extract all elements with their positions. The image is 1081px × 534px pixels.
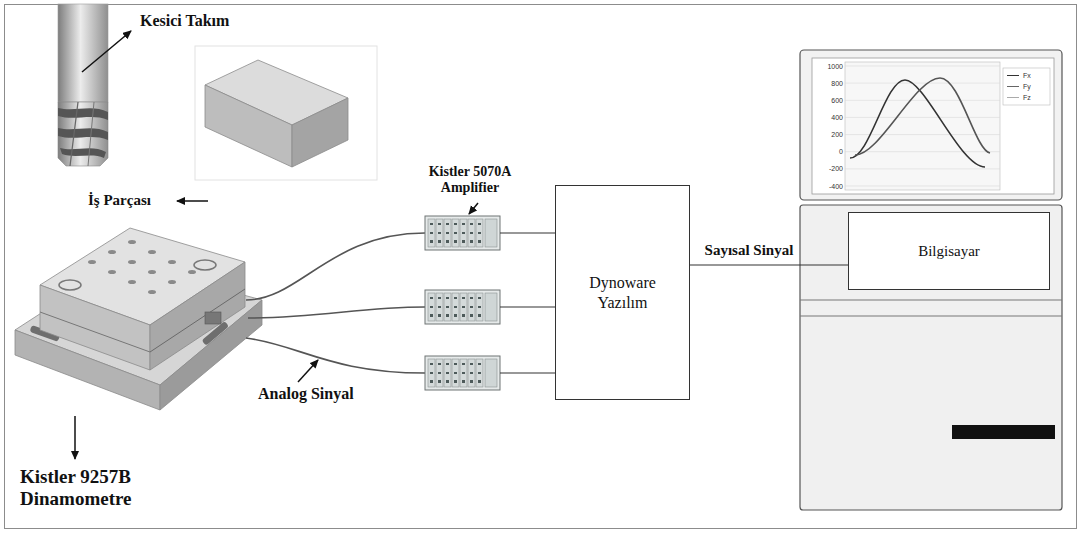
end-mill-tool-part — [58, 4, 108, 102]
dynamometer-part — [74, 416, 76, 459]
tool-label: Kesici Takım — [140, 12, 229, 30]
force-chart-part-part — [845, 83, 1000, 84]
dynamometer-part-part — [188, 270, 196, 274]
end-mill-tool-part — [58, 128, 108, 140]
end-mill-tool-part — [88, 102, 94, 166]
laptop-part — [800, 300, 1062, 301]
workpiece-block-part — [195, 46, 377, 180]
leader-arrow — [469, 203, 478, 214]
force-chart-part — [845, 66, 1000, 186]
legend-text: Fx — [1023, 71, 1031, 80]
end-mill-tool-part — [60, 148, 106, 158]
node-text: Dynoware Yazılım — [578, 273, 668, 311]
dynamometer-part — [40, 312, 150, 352]
software-box: Dynoware Yazılım — [555, 185, 690, 400]
laptop-part — [800, 205, 1062, 510]
laptop-part — [800, 50, 1062, 200]
laptop-part — [800, 316, 1062, 317]
dynamometer-part — [194, 260, 216, 270]
force-chart-part-part — [845, 66, 1000, 67]
amplifier-wires-part — [500, 232, 555, 233]
connector-label: Sayısal Sinyal — [705, 242, 794, 259]
axis-tick: -200 — [814, 164, 843, 173]
frame-border — [5, 5, 1077, 529]
axis-tick: 400 — [814, 113, 843, 122]
workpiece-block-part — [205, 85, 292, 167]
end-mill-tool — [58, 4, 131, 166]
dynamometer-part-part — [148, 290, 156, 294]
legend-text: Fy — [1023, 82, 1031, 91]
legend-line-sample — [1007, 86, 1019, 87]
workpiece-block-part — [292, 98, 348, 167]
amplifier-wires-part — [500, 306, 555, 307]
laptop-part — [812, 58, 1054, 194]
dynamometer-part-part — [108, 270, 116, 274]
legend-text: Fz — [1023, 93, 1031, 102]
amplifiers-part — [425, 356, 500, 390]
amplifiers-part — [425, 290, 500, 324]
amplifiers — [425, 216, 500, 390]
legend-line-sample — [1007, 75, 1019, 76]
force-chart — [845, 62, 1050, 190]
analog-wires-part — [248, 307, 425, 318]
dynamometer-part-part — [128, 260, 136, 264]
dynamometer-part-part — [148, 270, 156, 274]
force-chart-part-part — [845, 151, 1000, 152]
dynamometer-part-part — [128, 240, 136, 244]
dynamometer-part-part — [168, 260, 176, 264]
computer-box: Bilgisayar — [848, 212, 1050, 290]
laptop-part — [952, 425, 1055, 439]
dynamometer-part — [88, 240, 196, 294]
axis-tick: 600 — [814, 96, 843, 105]
dynamometer-part — [40, 285, 150, 370]
workpiece-block-part — [177, 200, 208, 202]
force-chart-part-part — [845, 168, 1000, 169]
force-chart-part-part — [845, 117, 1000, 118]
end-mill-tool-part — [70, 102, 78, 166]
force-chart-part-part — [845, 100, 1000, 101]
force-chart-part — [1003, 68, 1050, 105]
amplifiers-part — [425, 216, 500, 250]
dynamometer-part — [150, 262, 245, 370]
end-mill-tool-part — [58, 102, 108, 166]
node-text: Bilgisayar — [918, 242, 980, 260]
end-mill-tool-part — [58, 108, 108, 120]
analog-wires-part — [246, 233, 425, 300]
dynamometer-label: Kistler 9257B Dinamometre — [20, 466, 180, 510]
axis-tick: 1000 — [814, 62, 843, 71]
force-chart-part-part — [845, 186, 1000, 187]
dynamometer-part-part — [88, 260, 96, 264]
dynamometer-part — [59, 280, 81, 290]
laptop — [800, 50, 1062, 510]
leader-arrow — [298, 360, 318, 382]
axis-tick: -400 — [814, 182, 843, 191]
dynamometer-part-part — [168, 280, 176, 284]
dynamometer-part-part — [128, 280, 136, 284]
analog-wires — [246, 233, 425, 373]
axis-tick: 200 — [814, 130, 843, 139]
force-chart-part — [855, 78, 990, 155]
axis-tick: 0 — [814, 147, 843, 156]
legend-line-sample — [1007, 97, 1019, 98]
workpiece-block — [177, 46, 377, 201]
amplifier-wires-part — [500, 372, 555, 373]
workpiece-label: İş Parçası — [88, 192, 151, 209]
signal-connector — [690, 264, 848, 265]
signal-label: Analog Sinyal — [258, 385, 354, 403]
dynamometer-part — [150, 289, 245, 352]
end-mill-tool-part — [82, 31, 131, 72]
dynamometer-part-part — [108, 250, 116, 254]
dynamometer — [15, 228, 262, 459]
dynamometer-part-part — [148, 250, 156, 254]
axis-tick: 800 — [814, 79, 843, 88]
dynamometer-part — [205, 312, 221, 324]
analog-wires-part — [246, 338, 425, 373]
force-chart-part — [845, 62, 1000, 190]
amplifier-wires — [500, 233, 555, 373]
amplifier-label: Kistler 5070A Amplifier — [418, 164, 522, 196]
